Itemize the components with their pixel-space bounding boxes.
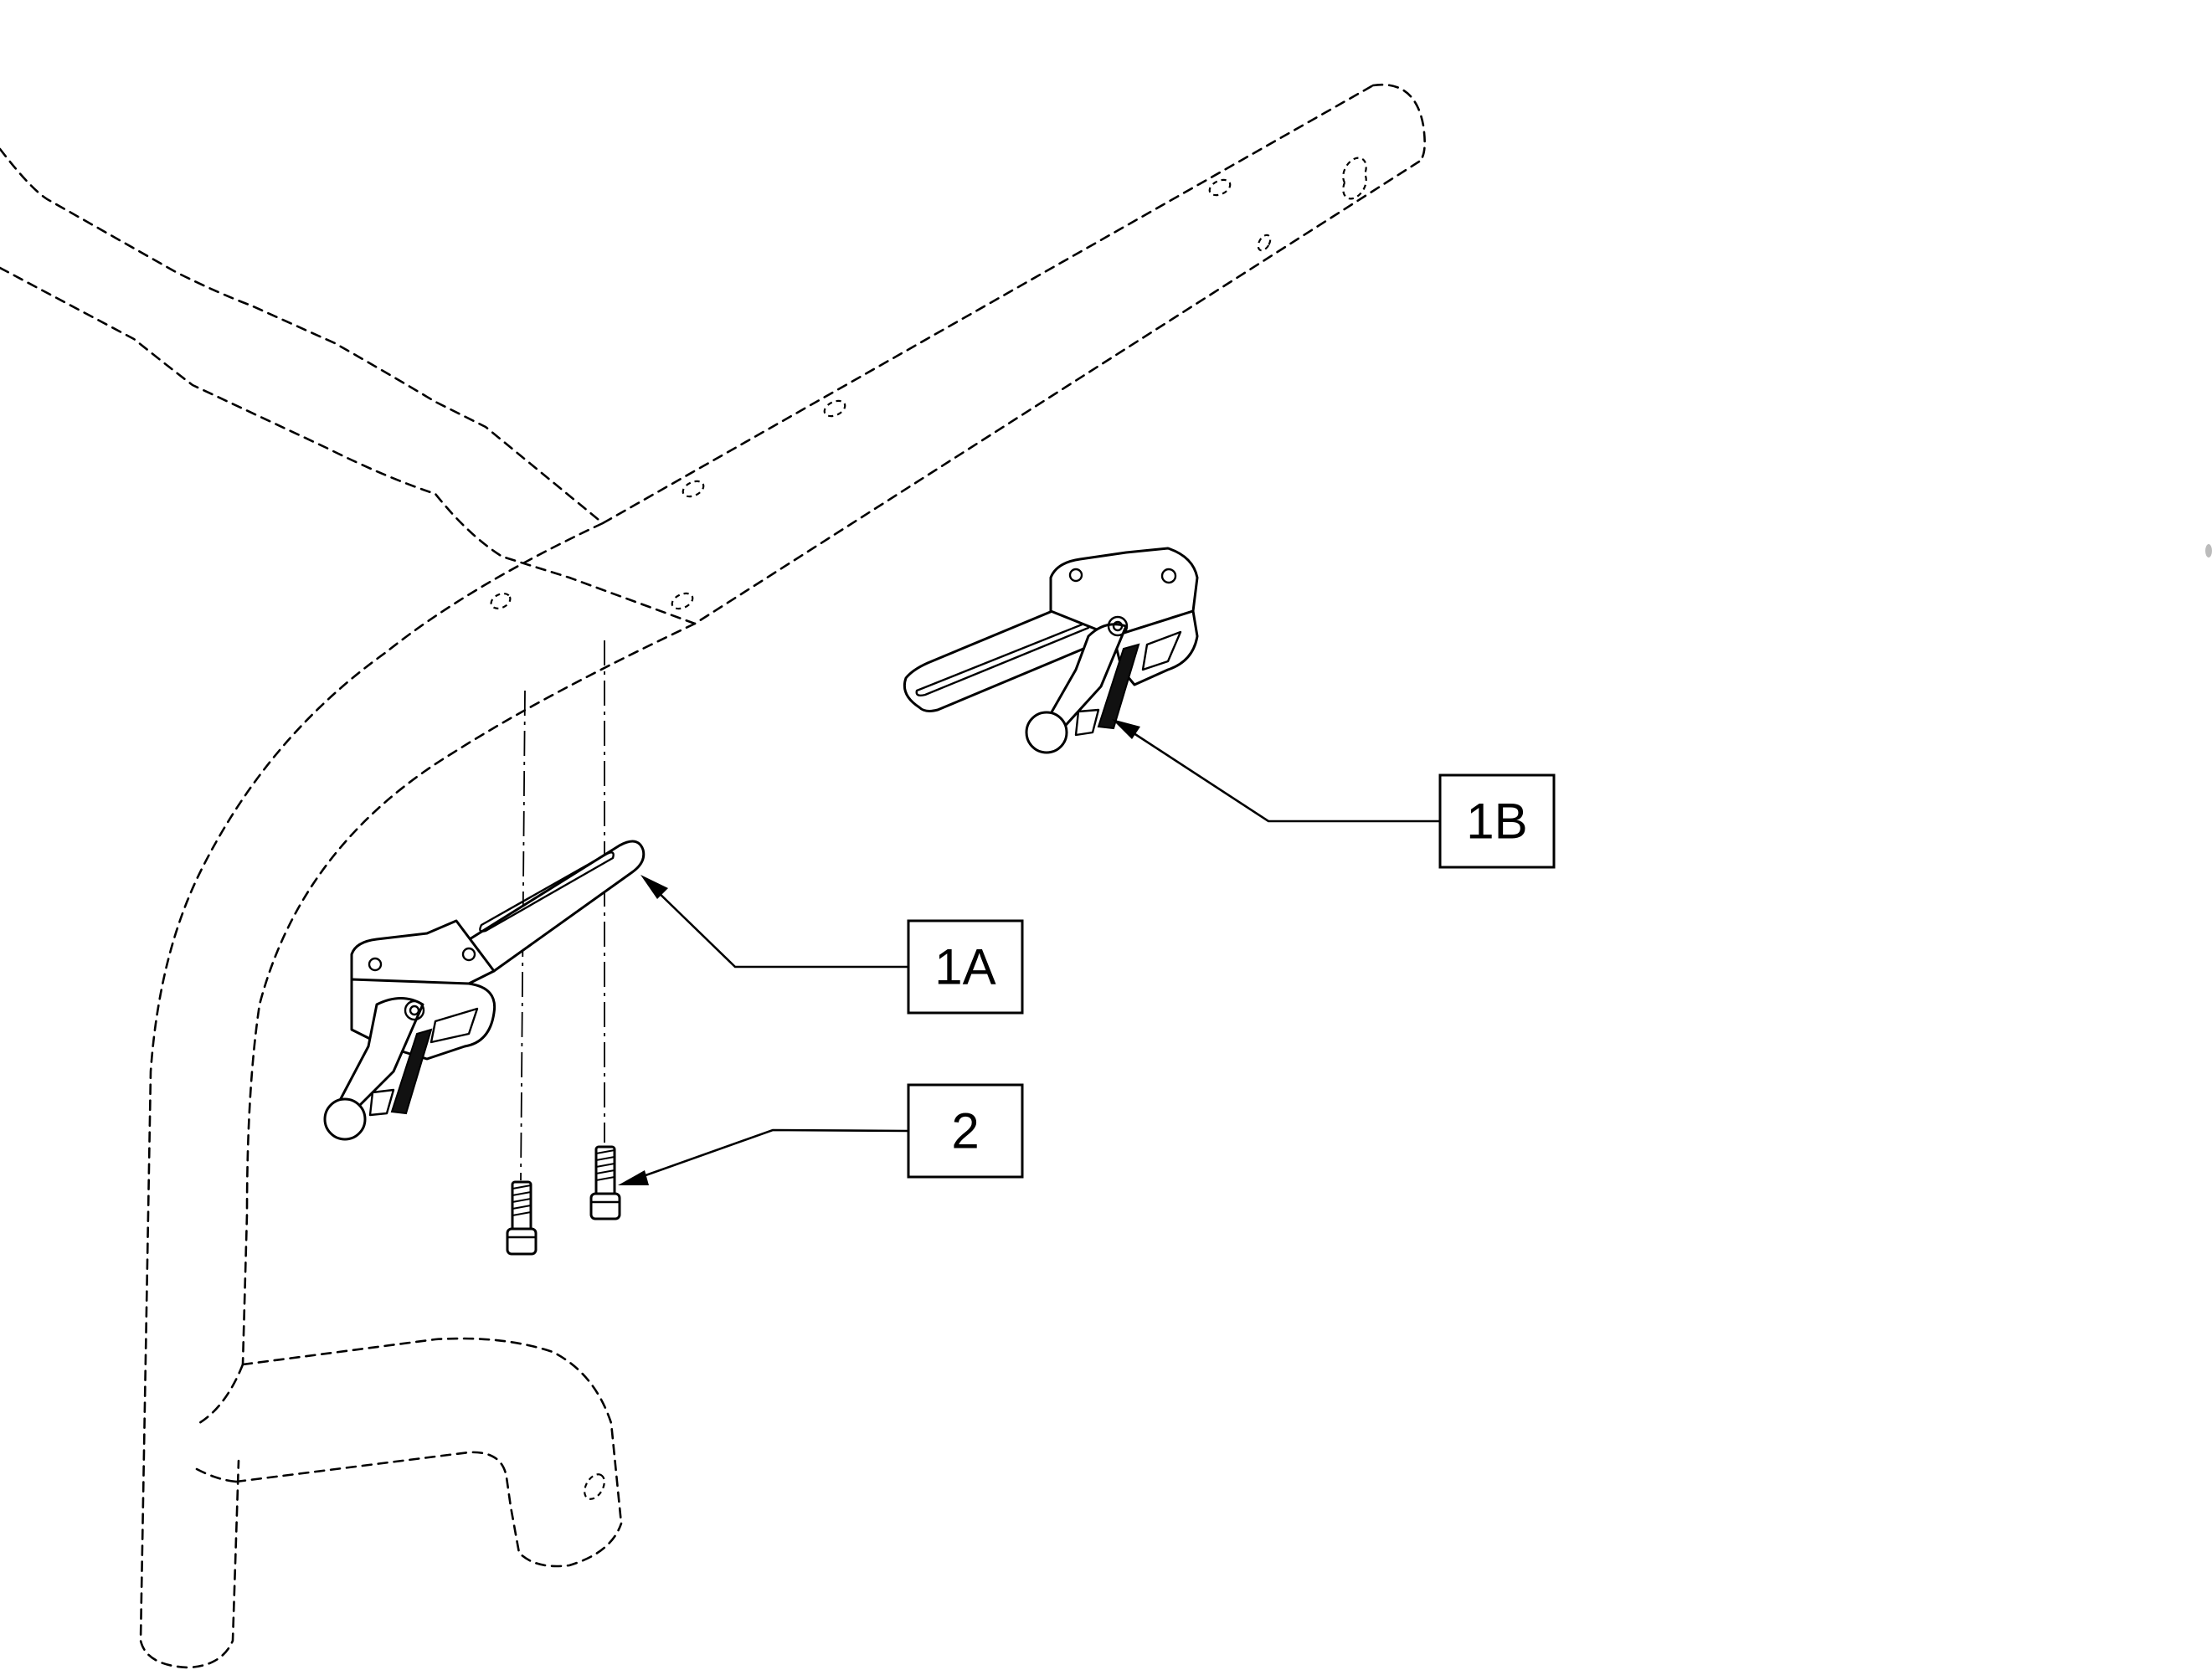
leader-lines [618,719,1440,1185]
part-1b-clamp-window [1141,630,1182,671]
part-1b-knurled-grip [1097,643,1140,730]
frame-hole-4 [682,480,705,498]
part-1a-pivot-screw [404,999,425,1021]
part-1a-clamp-window [430,1007,479,1044]
callout-1a-label: 1A [934,939,995,995]
part-2-screws [506,1145,621,1256]
callout-2: 2 [907,1083,1024,1179]
callout-2-box [907,1083,1024,1179]
screw-right [589,1145,621,1220]
frame-hole-6 [671,592,694,610]
part-1a-head-hole-left [368,957,383,972]
frame-seat-tube-lower [0,160,1421,625]
arrowhead-2 [618,1170,649,1185]
part-1a-bracket [323,840,646,1141]
frame-hole-lower [584,1473,605,1500]
part-1b-head-hole-left [1068,568,1083,583]
part-1a-pivot-screw-inner [409,1005,420,1016]
part-1a-grip-tab [368,1088,395,1117]
frame-cross-tube-upper [241,1337,623,1525]
frame-hole-5 [490,593,512,609]
leader-1b [1125,727,1440,823]
frame-junction [195,1363,244,1483]
edge-mark [2205,544,2212,558]
frame-hole-3 [823,399,846,418]
part-1b-head-hole-right [1160,568,1177,584]
part-1b-clamp-body [1112,609,1199,686]
callout-1b: 1B [1438,773,1556,869]
leader-1a [652,886,908,969]
frame-hole-1 [1208,178,1232,197]
part-1a-head [350,919,496,989]
part-1b-ball-knob [1025,711,1068,754]
callout-1a: 1A [907,919,1024,1015]
callout-2-label: 2 [951,1103,979,1159]
callout-1b-box [1438,773,1556,869]
part-1a-ball-knob [323,1097,367,1141]
phantom-frame [0,83,1426,1669]
part-1a-slot [479,851,615,933]
frame-front-bend-inner [241,622,697,1366]
leader-2 [635,1128,909,1180]
screw-left [506,1180,538,1256]
frame-end-hole [1342,157,1367,200]
callout-1a-box [907,919,1024,1015]
arrowhead-1b [1112,719,1140,739]
part-1b-grip-tab [1074,708,1100,737]
part-1b-bracket [903,547,1199,754]
frame-hole-2 [1257,234,1272,252]
part-1a-head-hole-right [461,947,476,962]
arrowhead-1a [640,875,668,899]
part-1b-pivot-screw [1107,615,1129,637]
part-1b-head [1049,547,1199,638]
frame-tube-end [1371,83,1426,163]
frame-seat-tube-upper [0,84,1375,525]
callout-1b-label: 1B [1466,794,1527,850]
frame-front-bend-outer [139,522,604,1669]
part-1b-arm [903,594,1128,712]
frame-cross-tube-lower [234,1451,623,1568]
part-1a-knurled-grip [390,1028,433,1115]
part-1b-pivot-screw-inner [1112,620,1124,632]
